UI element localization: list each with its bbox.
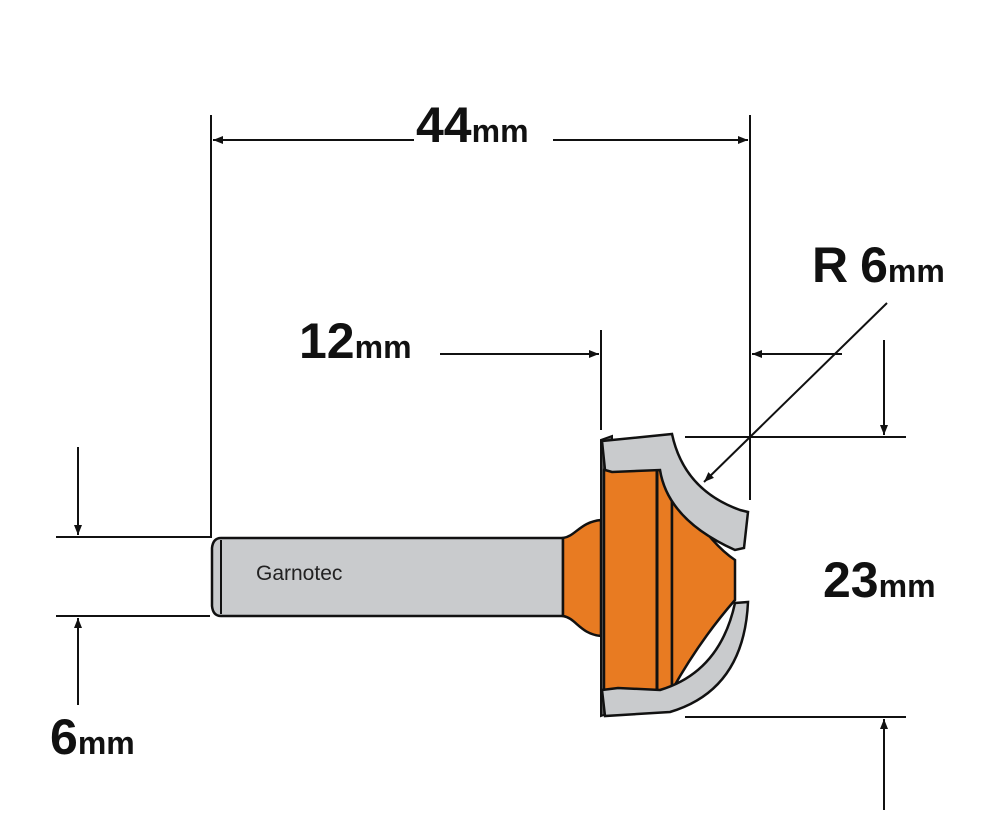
dim-height-label: 23mm [823,552,936,608]
blade-bottom [600,600,750,718]
blade-top [600,432,750,552]
arrow-radius-leader [703,302,888,483]
dim-offset-label: 12mm [299,313,412,369]
dimension-arrows [74,136,888,810]
dim-overall-label: 44mm [416,97,529,153]
dim-shank-label: 6mm [50,709,135,765]
shank [210,536,565,618]
extension-lines [56,115,906,718]
brand-label: Garnotec [256,562,342,585]
router-bit [210,432,750,718]
cutter-body [602,453,674,707]
neck [561,518,603,638]
